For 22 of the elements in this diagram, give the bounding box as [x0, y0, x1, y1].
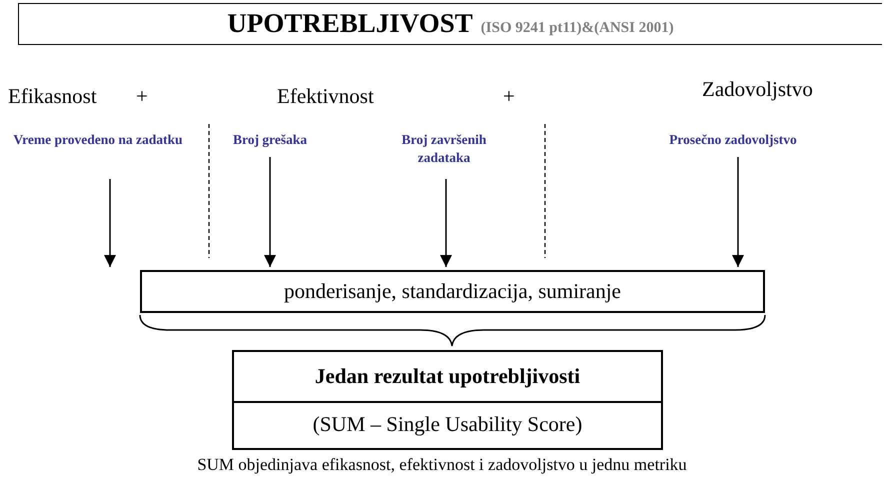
result-subtitle: (SUM – Single Usability Score) — [312, 412, 584, 437]
category-heading: Efektivnost — [277, 84, 374, 109]
arrow — [264, 157, 276, 267]
arrow — [732, 157, 744, 267]
result-box — [232, 350, 663, 450]
category-heading: Zadovoljstvo — [702, 77, 813, 102]
arrow — [104, 179, 116, 267]
metric-label: Vreme provedeno na zadatku — [4, 131, 192, 175]
plus-sign: + — [136, 84, 148, 109]
metric-label: Prosečno zadovoljstvo — [628, 131, 838, 153]
standard-reference: (ISO 9241 pt11)&(ANSI 2001) — [480, 20, 674, 37]
metric-label: Broj grešaka — [214, 131, 326, 153]
arrow — [440, 179, 452, 267]
process-text: ponderisanje, standardizacija, sumiranje — [284, 279, 622, 304]
process-box — [140, 270, 765, 313]
plus-sign: + — [503, 84, 515, 109]
result-heading: Jedan rezultat upotrebljivosti — [314, 364, 582, 389]
title-text: UPOTREBLJIVOST — [227, 8, 473, 39]
metric-label: Broj završenih zadataka — [378, 131, 510, 175]
title-box — [18, 3, 882, 45]
caption: SUM objedinjava efikasnost, efektivnost i zadovoljstvo u jednu metriku — [196, 455, 688, 475]
category-heading: Efikasnost — [8, 84, 97, 109]
